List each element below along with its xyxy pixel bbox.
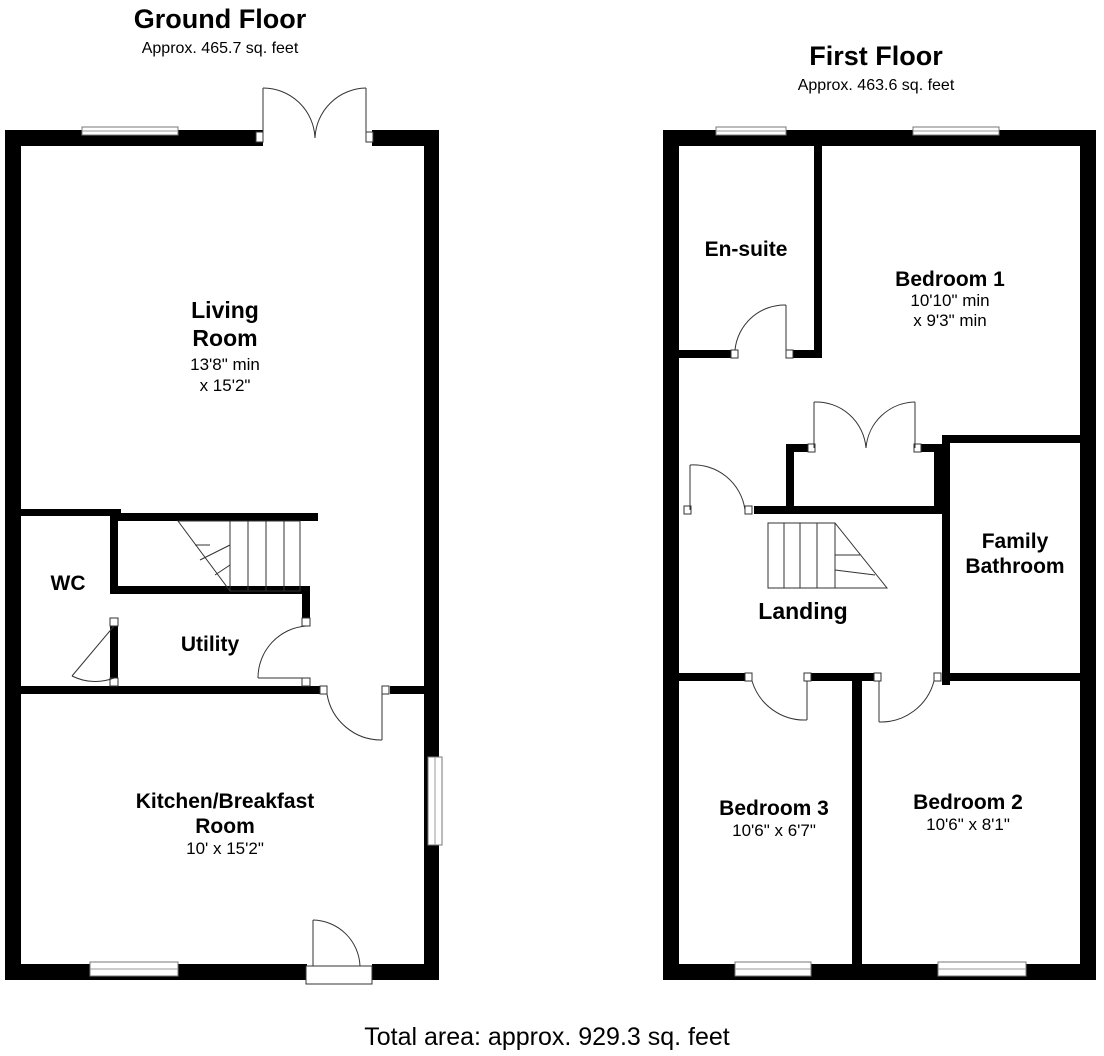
kitchen-name-line2: Room <box>195 815 255 838</box>
kitchen-dim: 10' x 15'2" <box>186 839 264 858</box>
bedroom1-dim-line2: x 9'3" min <box>913 311 987 330</box>
bedroom3-dim: 10'6" x 6'7" <box>732 821 816 840</box>
first-floor-stairs <box>767 522 889 589</box>
first-floor-title: First Floor <box>809 41 943 71</box>
utility-name: Utility <box>181 633 240 656</box>
bedroom2-dim: 10'6" x 8'1" <box>926 815 1010 834</box>
ground-floor-area: Approx. 465.7 sq. feet <box>142 40 299 57</box>
ground-floor-windows <box>81 126 443 977</box>
living-room-dim-line1: 13'8" min <box>190 355 260 374</box>
first-floor-doors <box>683 304 942 723</box>
living-room-name-line2: Room <box>192 325 257 351</box>
bathroom-name-line1: Family <box>982 530 1049 553</box>
bedroom1-dim-line1: 10'10" min <box>910 291 989 310</box>
ground-floor-plan: Ground Floor Approx. 465.7 sq. feet <box>5 4 443 985</box>
ground-floor-stairs <box>177 520 301 592</box>
bedroom2-name: Bedroom 2 <box>913 791 1023 814</box>
ground-floor-title: Ground Floor <box>134 4 307 34</box>
bedroom1-name: Bedroom 1 <box>895 268 1005 291</box>
first-floor-area: Approx. 463.6 sq. feet <box>798 77 955 94</box>
ensuite-name: En-suite <box>705 238 788 261</box>
ground-floor-doors <box>71 87 390 985</box>
landing-name: Landing <box>758 598 847 624</box>
bathroom-name-line2: Bathroom <box>965 555 1064 578</box>
living-room-dim-line2: x 15'2" <box>200 376 251 395</box>
kitchen-name-line1: Kitchen/Breakfast <box>136 790 315 813</box>
first-floor-windows <box>715 126 1027 977</box>
living-room-name-line1: Living <box>191 297 259 323</box>
total-area: Total area: approx. 929.3 sq. feet <box>364 1023 730 1051</box>
wc-name: WC <box>51 572 86 595</box>
first-floor-plan: First Floor Approx. 463.6 sq. feet <box>663 41 1096 980</box>
bedroom3-name: Bedroom 3 <box>719 797 829 820</box>
